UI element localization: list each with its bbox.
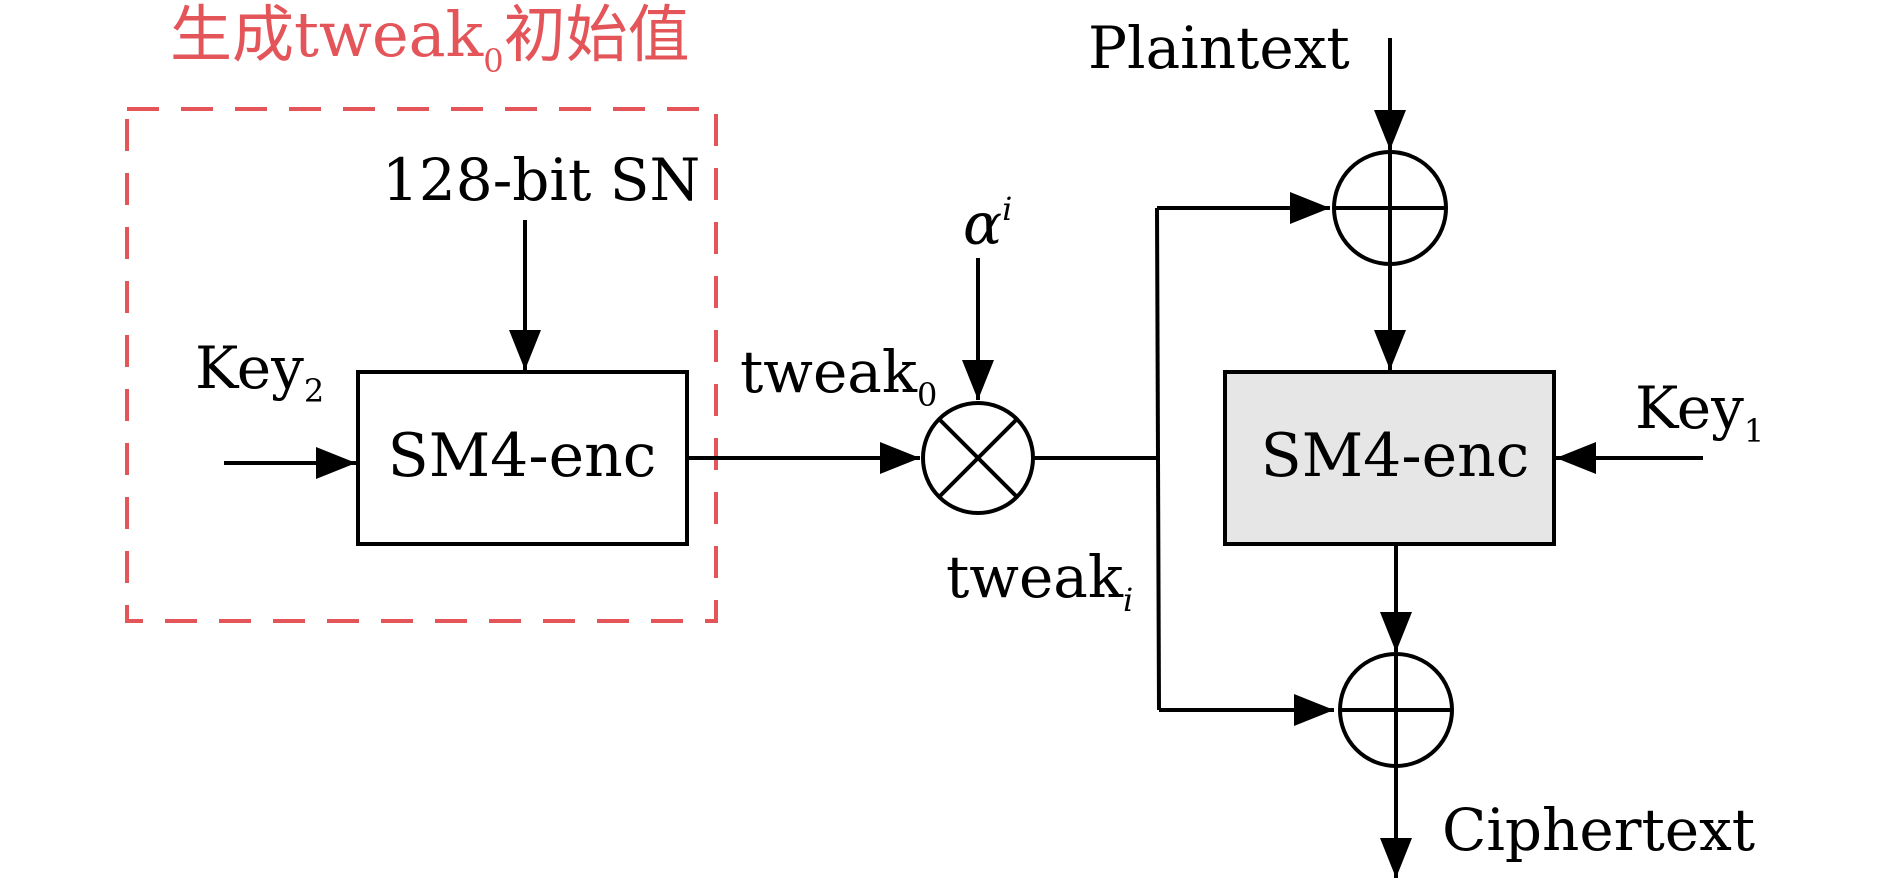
tweak0-label: tweak0 bbox=[740, 338, 937, 414]
sm4-enc-left-block bbox=[356, 370, 689, 546]
region-title: 生成tweak0初始值 bbox=[170, 0, 690, 80]
multiply-operator-icon bbox=[921, 401, 1035, 515]
ciphertext-label: Ciphertext bbox=[1442, 796, 1755, 864]
tweaki-vertical bbox=[1155, 207, 1161, 711]
sn-label: 128-bit SN bbox=[382, 146, 700, 214]
sm4-enc-left-label: SM4-enc bbox=[388, 421, 657, 491]
xor-bottom-icon bbox=[1338, 652, 1454, 768]
xor-top-icon bbox=[1332, 150, 1448, 266]
sm4-enc-right-label: SM4-enc bbox=[1261, 421, 1530, 491]
key2-label: Key2 bbox=[195, 334, 324, 410]
key1-label: Key1 bbox=[1635, 374, 1764, 450]
tweak0-generation-region bbox=[125, 107, 718, 623]
tweaki-label: tweaki bbox=[946, 543, 1133, 619]
alpha-label: αi bbox=[963, 190, 1012, 258]
plaintext-label: Plaintext bbox=[1088, 14, 1350, 82]
sm4-enc-right-block bbox=[1223, 370, 1556, 546]
